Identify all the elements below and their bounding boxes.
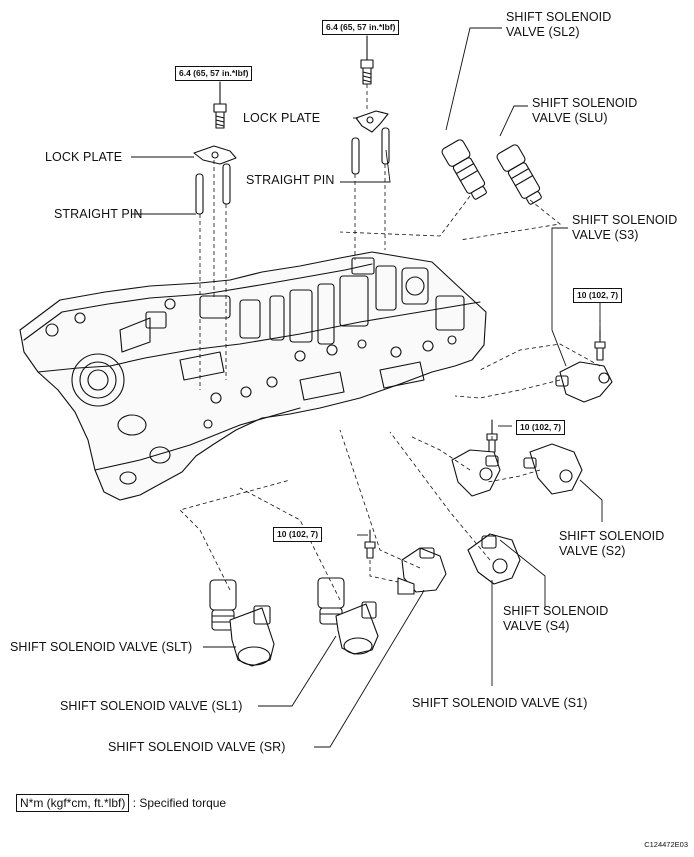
label-lock-plate-left: LOCK PLATE	[45, 150, 123, 164]
torque-box-top-left: 6.4 (65, 57 in.*lbf)	[175, 66, 253, 81]
torque-box-s3: 10 (102, 7)	[573, 288, 623, 303]
label-sl1: SHIFT SOLENOID VALVE (SL1)	[60, 699, 243, 713]
label-s2: SHIFT SOLENOID VALVE (S2)	[559, 529, 664, 559]
label-slu-line1: SHIFT SOLENOID	[532, 96, 638, 110]
label-s4-line2: VALVE (S4)	[503, 619, 570, 633]
figure-code: C124472E03	[644, 840, 688, 849]
assembly-lines	[179, 84, 601, 601]
solenoid-slu	[496, 144, 542, 205]
label-straight-pin-left: STRAIGHT PIN	[54, 207, 143, 221]
label-sl2-line1: SHIFT SOLENOID	[506, 10, 612, 24]
label-s3-line2: VALVE (S3)	[572, 228, 639, 242]
label-s3-line1: SHIFT SOLENOID	[572, 213, 678, 227]
leader-lines	[131, 27, 603, 748]
label-s4-line1: SHIFT SOLENOID	[503, 604, 609, 618]
top-center-hardware	[351, 35, 390, 175]
solenoid-sl2	[441, 139, 487, 200]
label-s4: SHIFT SOLENOID VALVE (S4)	[503, 604, 608, 634]
solenoid-s2	[523, 443, 583, 495]
torque-box-s4: 10 (102, 7)	[516, 420, 566, 435]
label-sl2: SHIFT SOLENOID VALVE (SL2)	[506, 10, 611, 40]
valve-body	[19, 251, 487, 501]
label-s3: SHIFT SOLENOID VALVE (S3)	[572, 213, 677, 243]
torque-box-s1: 10 (102, 7)	[273, 527, 323, 542]
legend-text: : Specified torque	[132, 796, 227, 810]
solenoid-s3	[555, 329, 613, 403]
solenoid-s1	[467, 533, 521, 585]
label-slt: SHIFT SOLENOID VALVE (SLT)	[10, 640, 193, 654]
solenoid-sl1	[317, 577, 379, 655]
legend-unit-box: N*m (kgf*cm, ft.*lbf)	[16, 794, 130, 812]
label-straight-pin-right: STRAIGHT PIN	[246, 173, 335, 187]
top-left-hardware	[193, 81, 237, 215]
label-s2-line1: SHIFT SOLENOID	[559, 529, 665, 543]
solenoid-slt	[209, 579, 275, 667]
label-sl2-line2: VALVE (SL2)	[506, 25, 580, 39]
label-slu: SHIFT SOLENOID VALVE (SLU)	[532, 96, 637, 126]
label-sr: SHIFT SOLENOID VALVE (SR)	[108, 740, 286, 754]
label-s2-line2: VALVE (S2)	[559, 544, 626, 558]
torque-box-top-center: 6.4 (65, 57 in.*lbf)	[322, 20, 400, 35]
label-s1: SHIFT SOLENOID VALVE (S1)	[412, 696, 588, 710]
solenoid-sr	[364, 529, 447, 595]
torque-legend: N*m (kgf*cm, ft.*lbf) : Specified torque	[16, 794, 227, 812]
solenoid-s4	[451, 419, 501, 497]
label-lock-plate-right: LOCK PLATE	[243, 111, 321, 125]
label-slu-line2: VALVE (SLU)	[532, 111, 608, 125]
